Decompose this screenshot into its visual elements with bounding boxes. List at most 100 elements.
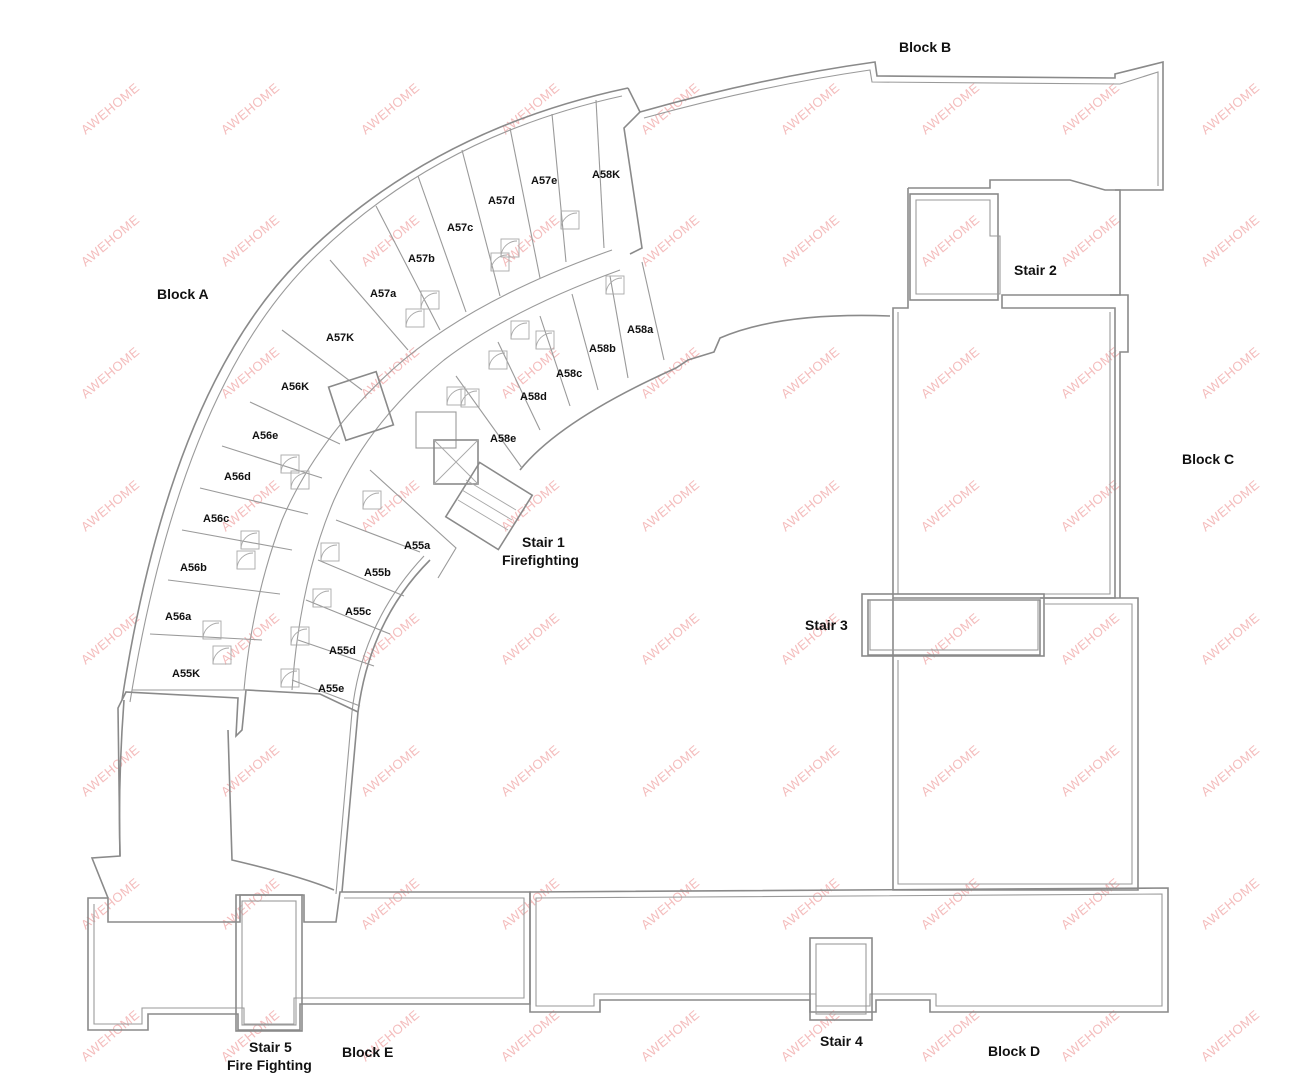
watermark-text: AWEHOME [918, 212, 983, 270]
watermark-text: AWEHOME [918, 477, 983, 535]
watermark-text: AWEHOME [218, 742, 283, 800]
unit-label: A57d [488, 195, 515, 207]
watermark-text: AWEHOME [218, 875, 283, 933]
door-swing [605, 277, 623, 295]
bathroom-fixture [488, 350, 508, 370]
bathroom-fixture [362, 490, 382, 510]
stair-3-box [861, 593, 1045, 657]
unit-label: A58b [589, 343, 616, 355]
unit-label: A56a [165, 611, 192, 623]
unit-label: A58e [490, 433, 516, 445]
door-swing [236, 552, 254, 570]
watermark-text: AWEHOME [1058, 1007, 1123, 1065]
unit-label: A58c [556, 368, 582, 380]
outer-ring-partitions [132, 99, 613, 691]
watermark-text: AWEHOME [778, 477, 843, 535]
watermark-text: AWEHOME [778, 344, 843, 402]
door-swing [490, 254, 508, 272]
door-swing [312, 590, 330, 608]
inner-ring-partitions [291, 261, 665, 707]
watermark-text: AWEHOME [638, 742, 703, 800]
door-swing [202, 622, 220, 640]
unit-label: A55b [364, 567, 391, 579]
watermark-text: AWEHOME [778, 80, 843, 138]
watermark-text: AWEHOME [918, 875, 983, 933]
door-swing [446, 388, 464, 406]
stair-1-sublabel: Firefighting [502, 552, 579, 568]
watermark-text: AWEHOME [358, 610, 423, 668]
bathroom-fixture [510, 320, 530, 340]
block-d-label: Block D [988, 1043, 1040, 1059]
unit-labels: A58K A57e A57d A57c A57b A57a A57K A56K … [165, 169, 654, 695]
bathroom-fixture [202, 620, 222, 640]
watermark-text: AWEHOME [218, 344, 283, 402]
watermark-text: AWEHOME [1058, 477, 1123, 535]
block-d-outline [529, 887, 1169, 1013]
door-swing [290, 628, 308, 646]
bathroom-fixture [446, 386, 466, 406]
bathroom-fixture [535, 330, 555, 350]
watermark-text: AWEHOME [1058, 610, 1123, 668]
watermark-text: AWEHOME [218, 212, 283, 270]
watermark-text: AWEHOME [1058, 212, 1123, 270]
block-e-label: Block E [342, 1044, 393, 1060]
watermark-text: AWEHOME [78, 742, 143, 800]
unit-label: A55a [404, 540, 431, 552]
watermark-text: AWEHOME [1058, 875, 1123, 933]
watermark-text: AWEHOME [78, 477, 143, 535]
unit-label: A55e [318, 683, 344, 695]
watermark-layer: AWEHOME AWEHOME AWEHOME AWEHOME AWEHOME AWEHO… [78, 80, 1263, 1065]
door-swing [510, 322, 528, 340]
block-b-label: Block B [899, 39, 951, 55]
watermark-text: AWEHOME [1058, 742, 1123, 800]
unit-label: A56c [203, 513, 229, 525]
watermark-text: AWEHOME [78, 344, 143, 402]
stair-4-label: Stair 4 [820, 1033, 863, 1049]
door-swing [320, 544, 338, 562]
unit-label: A56K [281, 381, 309, 393]
bathroom-fixtures [202, 210, 625, 688]
watermark-text: AWEHOME [1058, 80, 1123, 138]
block-labels: Block B Block A Block C Block E Block D [157, 39, 1234, 1060]
bathroom-fixture [460, 388, 480, 408]
door-swing [535, 332, 553, 350]
bathroom-fixture [280, 454, 300, 474]
block-a-label: Block A [157, 286, 209, 302]
watermark-text: AWEHOME [1198, 742, 1263, 800]
watermark-text: AWEHOME [498, 1007, 563, 1065]
unit-label: A55K [172, 668, 200, 680]
door-swing [560, 212, 578, 230]
bathroom-fixture [312, 588, 332, 608]
door-swing [280, 670, 298, 688]
bathroom-fixture [212, 645, 232, 665]
unit-label: A56b [180, 562, 207, 574]
bathroom-fixture [560, 210, 580, 230]
bathroom-fixture [240, 530, 260, 550]
bathroom-fixture [290, 470, 310, 490]
stair-1-label: Stair 1 [522, 534, 565, 550]
watermark-text: AWEHOME [1198, 477, 1263, 535]
door-swing [500, 240, 518, 258]
stair-5-sublabel: Fire Fighting [227, 1057, 312, 1073]
unit-label: A58a [627, 324, 654, 336]
watermark-text: AWEHOME [778, 875, 843, 933]
door-swing [362, 492, 380, 510]
stair-5-label: Stair 5 [249, 1039, 292, 1055]
stair-4-box [809, 937, 873, 1021]
watermark-text: AWEHOME [638, 875, 703, 933]
unit-label: A56d [224, 471, 251, 483]
watermark-text: AWEHOME [358, 875, 423, 933]
unit-label: A57b [408, 253, 435, 265]
watermark-text: AWEHOME [218, 1007, 283, 1065]
watermark-text: AWEHOME [498, 212, 563, 270]
watermark-text: AWEHOME [918, 610, 983, 668]
door-swing [280, 456, 298, 474]
watermark-text: AWEHOME [1198, 80, 1263, 138]
watermark-text: AWEHOME [78, 212, 143, 270]
watermark-text: AWEHOME [918, 742, 983, 800]
bathroom-fixture [280, 668, 300, 688]
watermark-text: AWEHOME [358, 477, 423, 535]
door-swing [488, 352, 506, 370]
unit-label: A56e [252, 430, 278, 442]
unit-label: A58d [520, 391, 547, 403]
